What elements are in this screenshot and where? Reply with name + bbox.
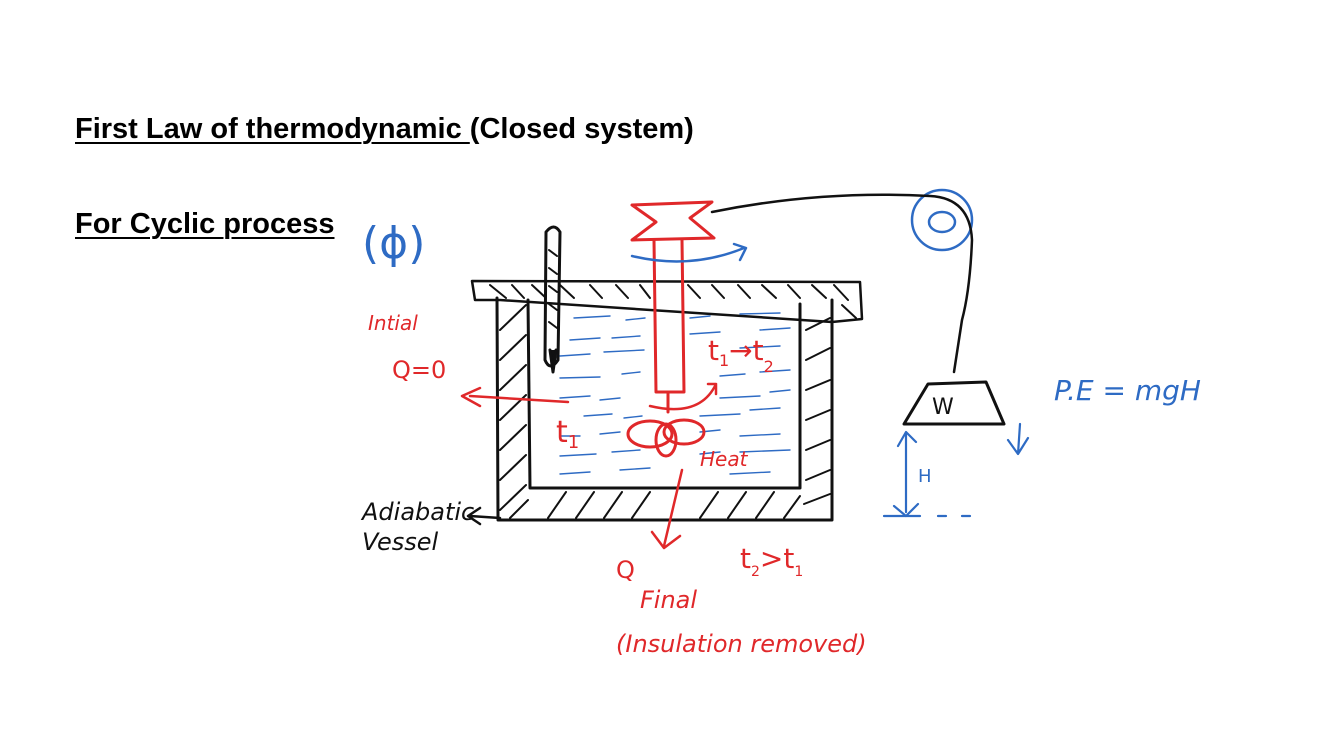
- heat-out-arrow: [650, 468, 684, 550]
- label-temp-change: t1→t2: [708, 334, 774, 376]
- slide-subtitle: For Cyclic process: [75, 208, 335, 241]
- height-marker: [882, 422, 1030, 518]
- slide-title: First Law of thermodynamic (Closed syste…: [75, 113, 694, 146]
- thermometer: [543, 225, 562, 374]
- q-zero-arrow: [460, 386, 570, 408]
- adiabatic-arrow: [466, 506, 502, 526]
- label-final: Final: [640, 586, 697, 614]
- label-vessel: Vessel: [362, 528, 439, 556]
- title-underlined: First Law of thermodynamic: [75, 113, 470, 145]
- weight-block: [902, 380, 1006, 426]
- cyclic-symbol: (ϕ): [362, 218, 425, 269]
- rotation-arrow: [630, 242, 748, 263]
- pulley-system: [710, 188, 1006, 426]
- label-potential-energy: P.E = mgH: [1054, 374, 1201, 407]
- label-heat: Heat: [700, 447, 749, 471]
- subtitle-text: For Cyclic process: [75, 208, 335, 240]
- label-weight: W: [932, 395, 954, 420]
- label-insulation-removed: (Insulation removed): [616, 630, 867, 658]
- pulley-icon: [910, 188, 974, 252]
- label-t2-gt-t1: t2>t1: [740, 542, 803, 580]
- label-t1-inside: t1: [556, 415, 579, 453]
- label-q-out: Q: [616, 556, 635, 584]
- adiabatic-vessel: [470, 279, 864, 522]
- label-q-zero: Q=0: [392, 356, 446, 384]
- label-height: H: [918, 466, 932, 487]
- rope: [710, 193, 974, 374]
- label-initial: Intial: [368, 311, 418, 335]
- label-adiabatic: Adiabatic: [360, 498, 474, 526]
- paddle-stirrer: [626, 200, 718, 458]
- water-lines: [559, 312, 791, 475]
- title-rest: (Closed system): [469, 113, 694, 145]
